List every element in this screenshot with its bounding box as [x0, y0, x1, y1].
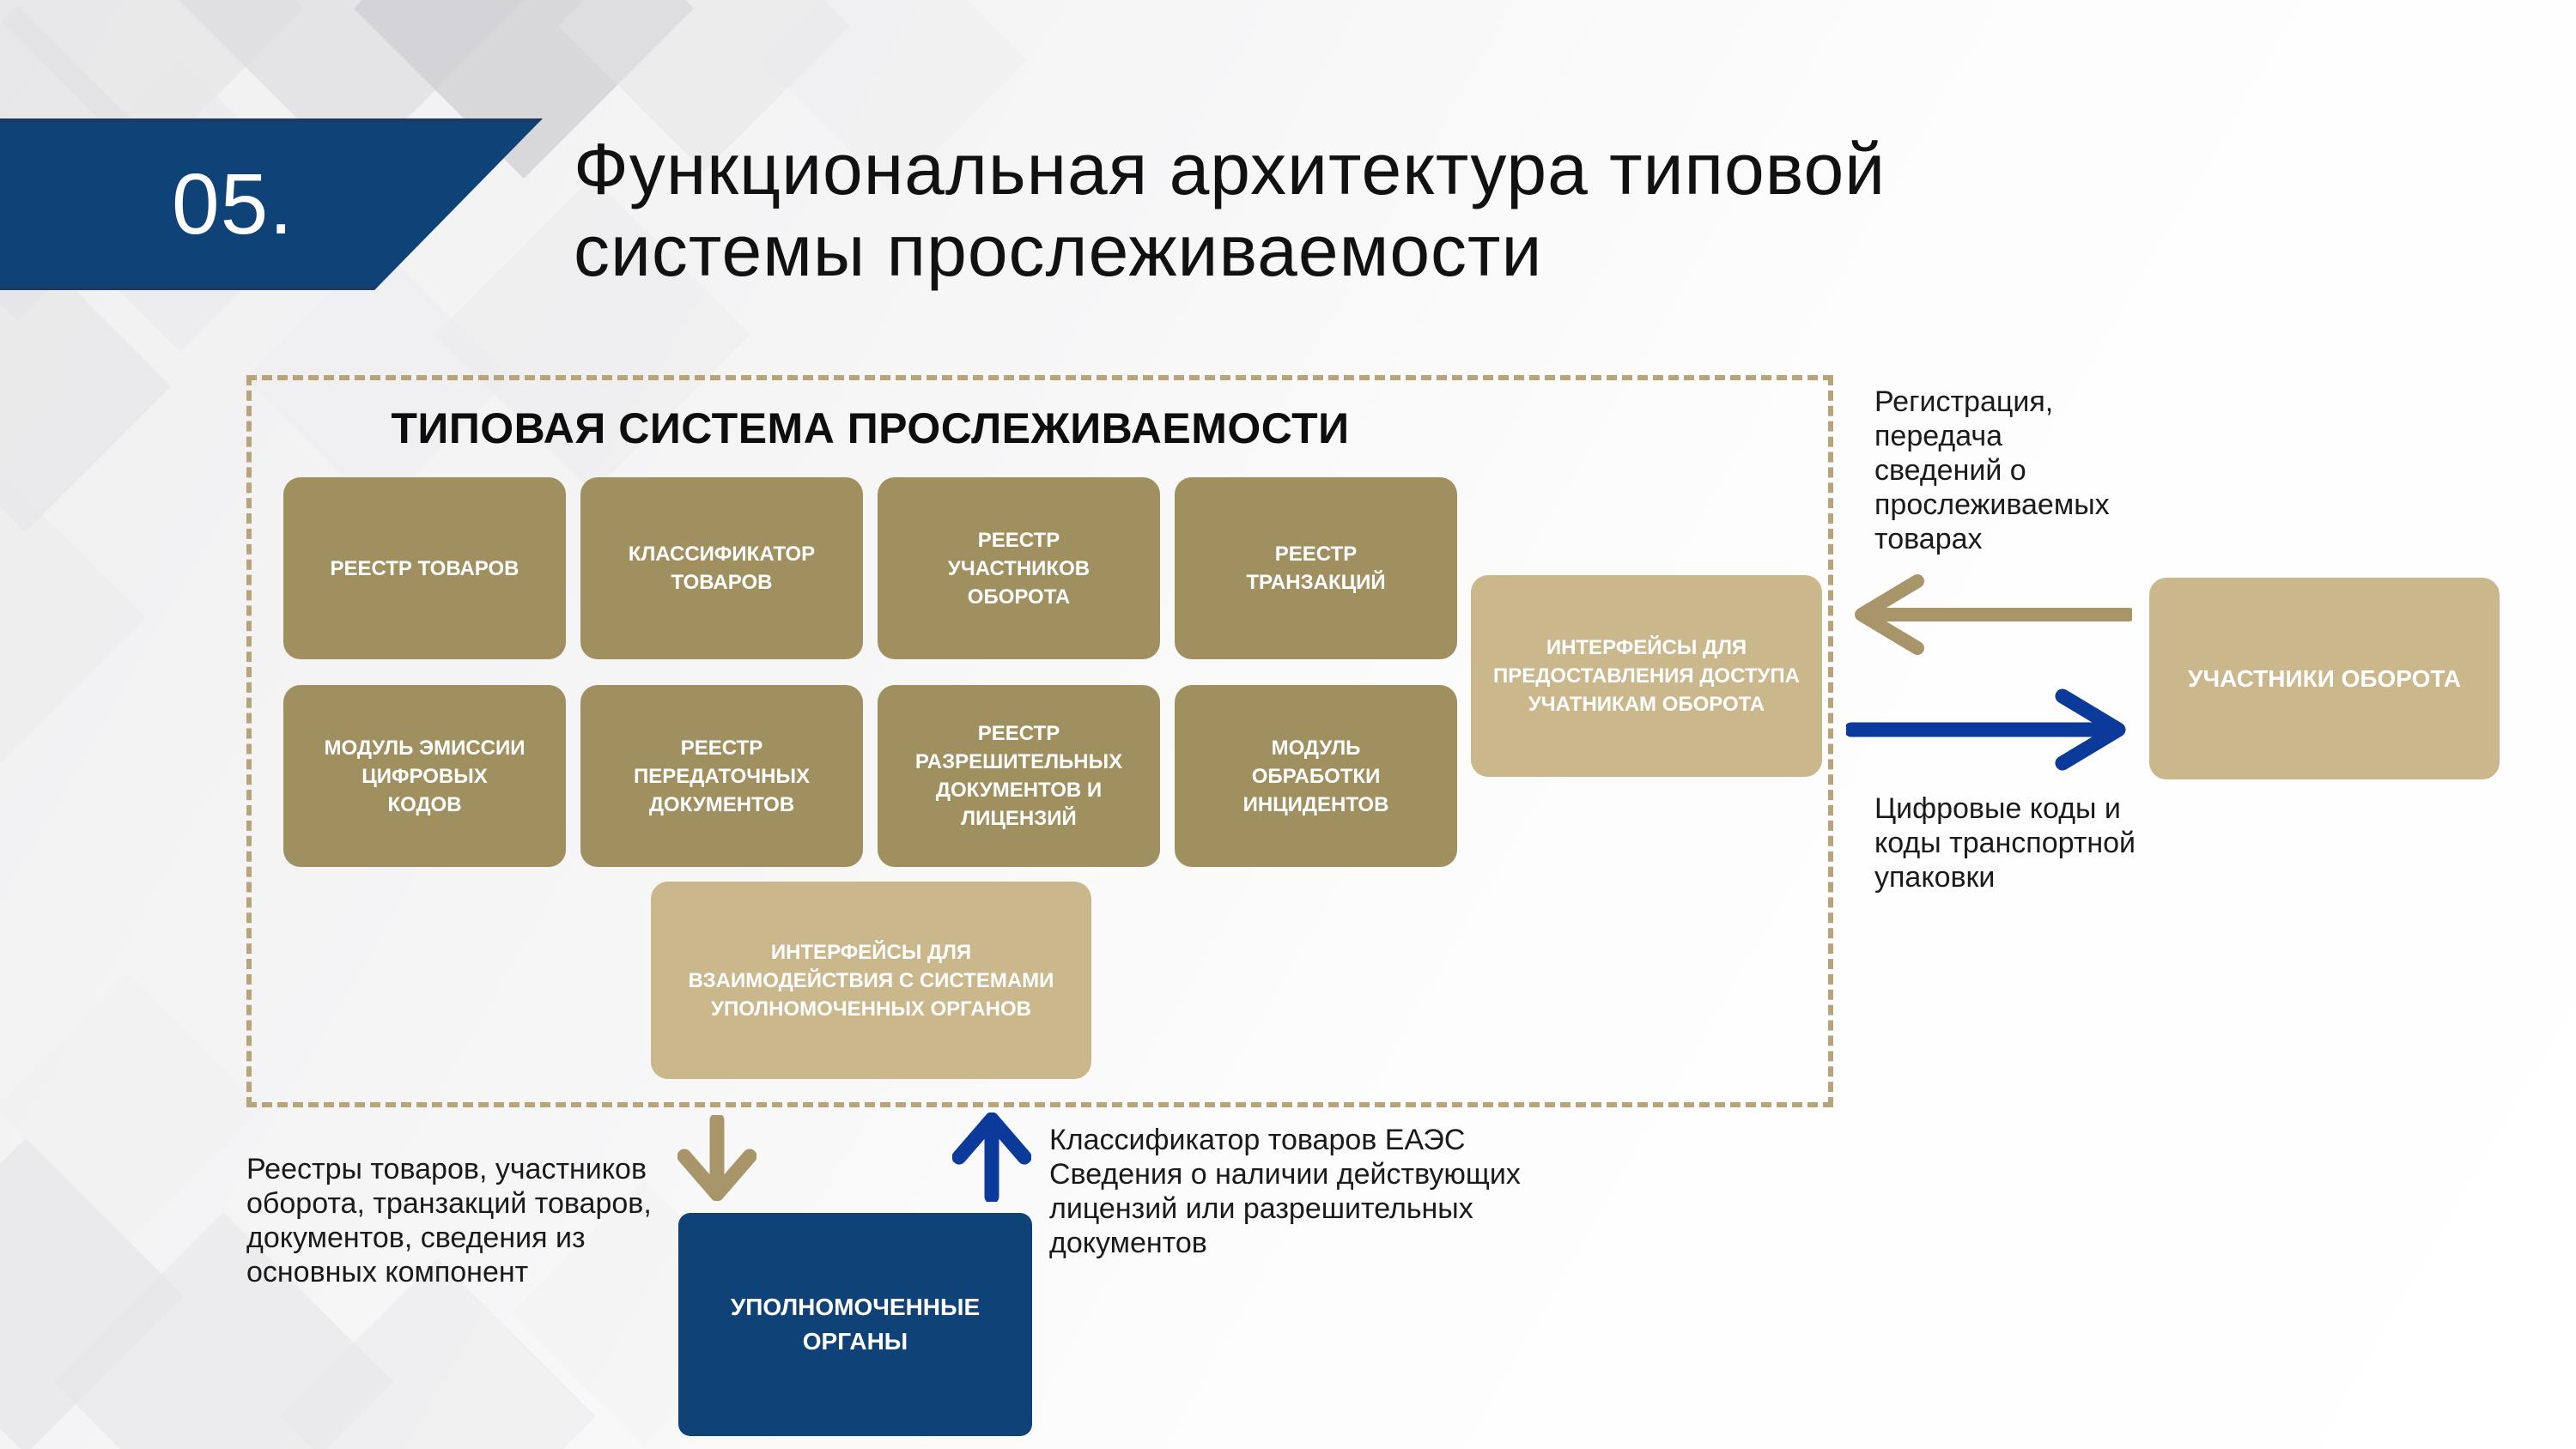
interface-access-box: ИНТЕРФЕЙСЫ ДЛЯ ПРЕДОСТАВЛЕНИЯ ДОСТУПА УЧ…: [1471, 575, 1822, 777]
module-participants-registry: РЕЕСТР УЧАСТНИКОВ ОБОРОТА: [878, 477, 1160, 659]
module-permits-licenses: РЕЕСТР РАЗРЕШИТЕЛЬНЫХ ДОКУМЕНТОВ И ЛИЦЕН…: [878, 685, 1160, 867]
interface-gov-box: ИНТЕРФЕЙСЫ ДЛЯ ВЗАИМОДЕЙСТВИЯ С СИСТЕМАМ…: [651, 882, 1091, 1079]
module-code-emission: МОДУЛЬ ЭМИССИИ ЦИФРОВЫХ КОДОВ: [283, 685, 566, 867]
participants-box: УЧАСТНИКИ ОБОРОТА: [2149, 578, 2500, 779]
arrow-up-icon: [952, 1113, 1031, 1202]
annotation-registration: Регистрация, передача сведений о прослеж…: [1874, 385, 2110, 555]
module-goods-classifier: КЛАССИФИКАТОР ТОВАРОВ: [580, 477, 863, 659]
annotation-classifier: Классификатор товаров ЕАЭС Сведения о на…: [1049, 1124, 1521, 1259]
page-title: Функциональная архитектура типовой систе…: [574, 129, 1886, 291]
annotation-digital-codes: Цифровые коды и коды транспортной упаков…: [1874, 792, 2136, 894]
section-number: 05.: [172, 155, 295, 252]
module-goods-registry: РЕЕСТР ТОВАРОВ: [283, 477, 566, 659]
arrow-left-icon: [1855, 574, 2132, 655]
arrow-right-icon: [1846, 688, 2126, 771]
system-title: ТИПОВАЯ СИСТЕМА ПРОСЛЕЖИВАЕМОСТИ: [391, 404, 1350, 452]
authorities-box: УПОЛНОМОЧЕННЫЕ ОРГАНЫ: [678, 1213, 1032, 1436]
annotation-registries: Реестры товаров, участников оборота, тра…: [246, 1153, 652, 1288]
module-transfer-documents: РЕЕСТР ПЕРЕДАТОЧНЫХ ДОКУМЕНТОВ: [580, 685, 863, 867]
diamond-shape: [0, 472, 146, 764]
section-banner: 05.: [0, 118, 543, 290]
module-transactions-registry: РЕЕСТР ТРАНЗАКЦИЙ: [1175, 477, 1457, 659]
arrow-down-icon: [677, 1115, 756, 1201]
module-incident-processing: МОДУЛЬ ОБРАБОТКИ ИНЦИДЕНТОВ: [1175, 685, 1457, 867]
traceability-system-container: [246, 375, 1833, 1107]
